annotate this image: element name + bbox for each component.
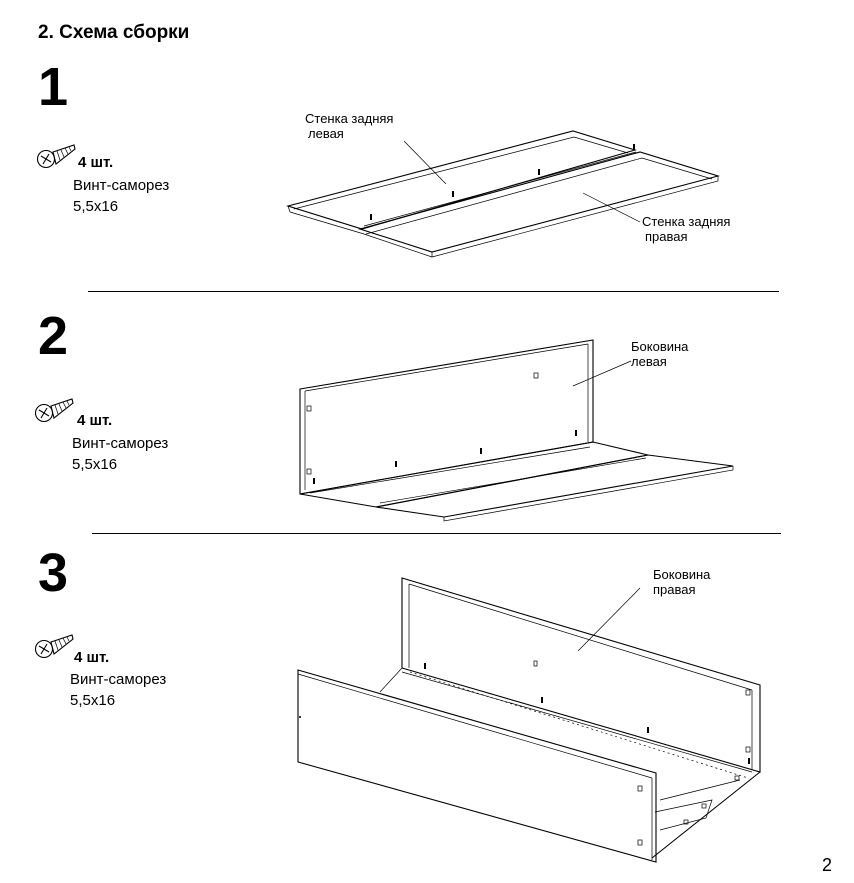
- step-1-screw-name: Винт-саморез: [73, 177, 170, 194]
- step-2-quantity: 4 шт.: [77, 412, 113, 429]
- page-title: 2. Схема сборки: [38, 22, 190, 43]
- label-side-right: Боковина правая: [653, 567, 711, 597]
- step-2-screw-name: Винт-саморез: [72, 435, 169, 452]
- screw-icon: [34, 630, 76, 669]
- divider-2: [92, 533, 781, 534]
- step-1-screw-size: 5,5x16: [73, 198, 119, 215]
- screw-icon: [36, 140, 78, 179]
- step-3-screw-size: 5,5x16: [70, 692, 116, 709]
- label-back-wall-left: Стенка задняя левая: [305, 111, 394, 141]
- label-back-wall-right: Стенка задняя правая: [642, 214, 731, 244]
- step-1-number: 1: [38, 57, 69, 117]
- step-2-screw-size: 5,5x16: [72, 456, 118, 473]
- divider-1: [88, 291, 779, 292]
- screw-icon: [34, 394, 76, 433]
- page-number: 2: [822, 855, 833, 875]
- step-3-screw-name: Винт-саморез: [70, 671, 167, 688]
- step-2-number: 2: [38, 306, 69, 366]
- step-3-number: 3: [38, 543, 69, 603]
- step-3-quantity: 4 шт.: [74, 649, 110, 666]
- label-side-left: Боковина левая: [631, 339, 689, 369]
- step-1-quantity: 4 шт.: [78, 154, 114, 171]
